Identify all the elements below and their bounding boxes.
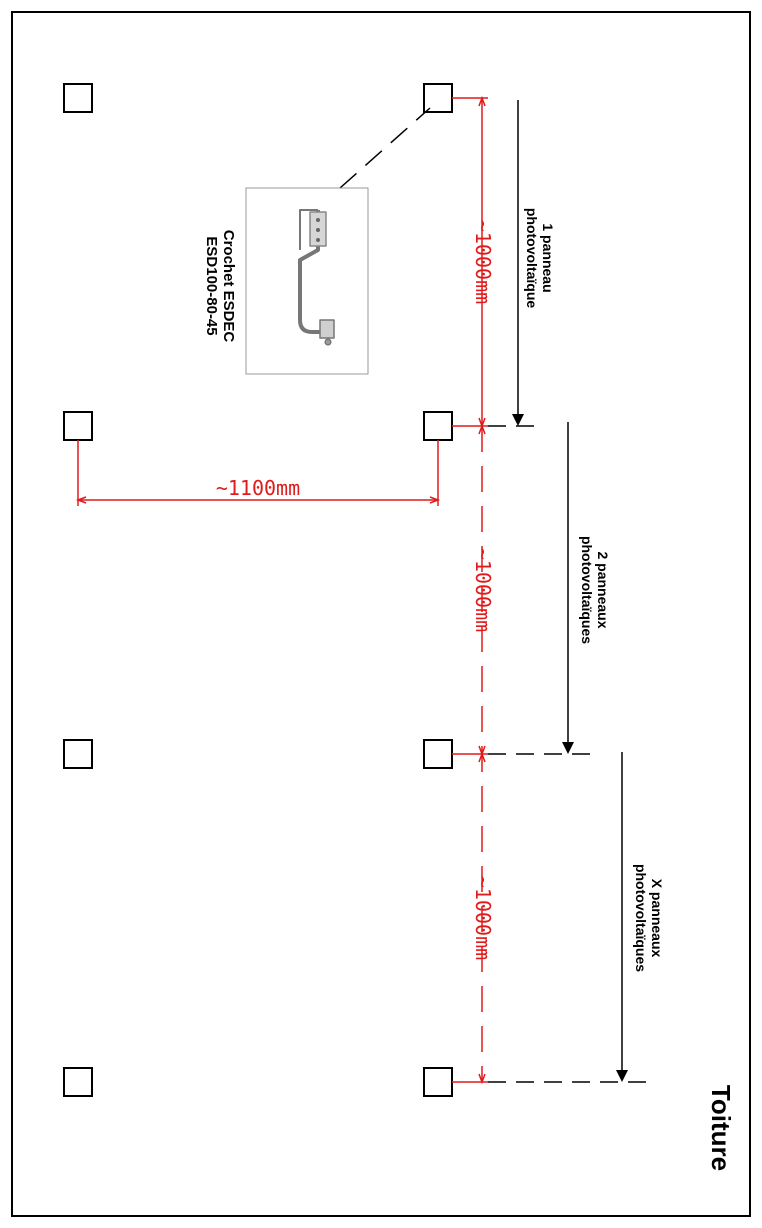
arrow-1-label-line2: photovoltaïque [524,208,540,309]
panel-arrows [488,100,646,1083]
dim-label-horizontal: ~1100mm [216,476,300,500]
hook-squares-right [423,83,453,1097]
page-frame [11,11,751,1217]
arrowheads [512,414,628,1082]
arrowhead [616,1070,628,1082]
horizontal-dimension [75,440,441,506]
hook-image [245,187,369,375]
dim-label-vertical-3: ~1000mm [471,876,495,960]
hook-square [423,1067,453,1097]
hook-square [423,83,453,113]
hook-leader-line [339,107,431,189]
arrow-2-label-line2: photovoltaïques [579,536,595,644]
hook-square [423,411,453,441]
hook-caption-line1: Crochet ESDEC [220,230,237,343]
hook-square [63,411,93,441]
hook-square [423,739,453,769]
dim-label-vertical-2: ~1000mm [471,548,495,632]
arrowhead [512,414,524,426]
hook-squares-left [63,83,93,1097]
vertical-dimension-chain [452,95,488,1085]
hook-square [63,739,93,769]
dim-label-vertical-1: ~1000mm [471,220,495,304]
hook-square [63,83,93,113]
arrowhead [562,742,574,754]
arrow-3-label-line1: X panneaux [649,879,665,958]
arrow-1-label-line1: 1 panneau [540,223,556,292]
arrow-3-label-line2: photovoltaïques [633,864,649,972]
page-title: Toiture [706,1085,736,1171]
hook-square [63,1067,93,1097]
hook-caption-line2: ESD100-80-45 [203,236,220,335]
arrow-2-label-line1: 2 panneaux [595,551,611,628]
